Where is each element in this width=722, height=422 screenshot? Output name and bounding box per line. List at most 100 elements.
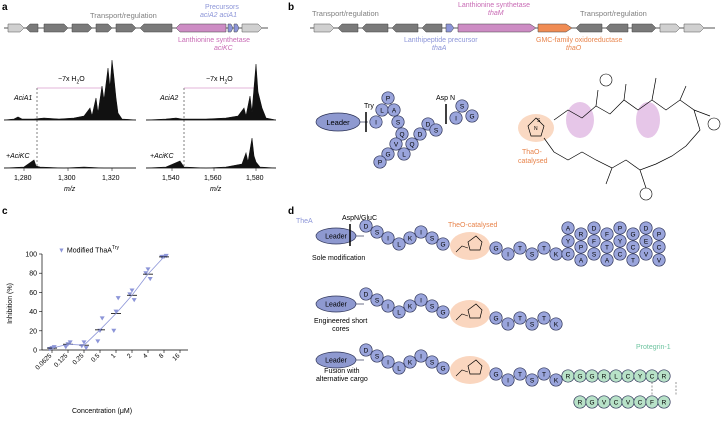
- d-residue: S: [425, 231, 439, 245]
- d-residue: K: [403, 355, 417, 369]
- b-aspn-label: Asp N: [436, 95, 455, 102]
- c-data-point: [115, 296, 121, 301]
- d-leader: Leader: [315, 295, 357, 313]
- svg-text:G: G: [385, 151, 390, 158]
- svg-text:S: S: [375, 229, 380, 236]
- d-thiazole-link: [455, 369, 469, 377]
- d-residue: T: [537, 367, 551, 381]
- svg-text:C: C: [566, 251, 571, 258]
- svg-text:I: I: [387, 359, 389, 366]
- c-data-point: [113, 309, 119, 314]
- d-thiazole-ring: [467, 235, 483, 251]
- a-xlabel-left: m/z: [64, 186, 76, 193]
- b-residue: S: [391, 115, 405, 129]
- d-residue: T: [537, 241, 551, 255]
- d-residue: S: [370, 293, 384, 307]
- d-thea-label: TheA: [296, 218, 313, 225]
- c-data-point: [131, 298, 137, 303]
- d-residue: T: [513, 311, 527, 325]
- a-precursor-genes: aciA2 aciA1: [200, 12, 237, 19]
- svg-text:R: R: [662, 373, 667, 380]
- svg-text:C: C: [631, 244, 636, 251]
- svg-text:R: R: [578, 399, 583, 406]
- d-residue: Y: [613, 234, 627, 248]
- d-residue: T: [600, 240, 614, 254]
- svg-text:S: S: [592, 251, 597, 258]
- svg-text:G: G: [630, 231, 635, 238]
- d-thiazole-link: [455, 313, 469, 321]
- c-ytick-label: 20: [29, 328, 37, 335]
- d-protegrin-residue: F: [645, 395, 659, 409]
- c-data-point: [99, 316, 105, 321]
- a-spectrum-left: [4, 59, 137, 171]
- svg-text:G: G: [493, 371, 498, 378]
- b-synthetase-label: Lanthionine synthetase: [458, 2, 530, 9]
- d-residue: C: [626, 240, 640, 254]
- d-residue: L: [392, 237, 406, 251]
- d-residue: G: [436, 237, 450, 251]
- svg-text:L: L: [402, 151, 406, 158]
- a-synthetase-label: Lanthionine synthetase: [178, 37, 250, 44]
- d-protegrin-label: Protegrin-1: [636, 344, 671, 351]
- a-precursors-label: Precursors: [205, 4, 239, 11]
- b-residue: I: [449, 111, 463, 125]
- d-protegrin-residue: R: [657, 369, 671, 383]
- c-xtick-label: 4: [142, 352, 150, 360]
- c-data-point: [143, 271, 149, 276]
- svg-text:Y: Y: [566, 238, 571, 245]
- c-data-point: [83, 346, 89, 351]
- b-transport-left: Transport/regulation: [312, 9, 379, 18]
- d-residue: V: [652, 253, 666, 267]
- a-xtick-1280: 1,280: [14, 175, 32, 182]
- d-residue: G: [489, 311, 503, 325]
- svg-text:G: G: [440, 309, 445, 316]
- svg-text:T: T: [542, 315, 546, 322]
- b-residue: P: [381, 91, 395, 105]
- d-residue: E: [639, 234, 653, 248]
- svg-text:T: T: [518, 371, 522, 378]
- d-residue: I: [381, 355, 395, 369]
- b-leader-text: Leader: [326, 118, 350, 127]
- svg-text:Q: Q: [399, 131, 404, 138]
- svg-text:S: S: [530, 321, 535, 328]
- a-plus1-label: +AciKC: [6, 153, 30, 160]
- b-try-label: Try: [364, 103, 374, 110]
- svg-text:G: G: [589, 399, 594, 406]
- d-residue: D: [587, 221, 601, 235]
- b-oxido-gene: thaO: [566, 45, 582, 52]
- a-xtick-1540: 1,540: [162, 175, 180, 182]
- c-ytick-label: 80: [29, 271, 37, 278]
- svg-text:D: D: [418, 131, 423, 138]
- d-residue: I: [501, 247, 515, 261]
- d-row1-label: Sole modification: [312, 255, 366, 262]
- d-residue: D: [359, 343, 373, 357]
- d-residue: V: [639, 247, 653, 261]
- svg-text:D: D: [426, 121, 431, 128]
- svg-text:P: P: [579, 244, 583, 251]
- svg-text:T: T: [605, 244, 609, 251]
- svg-text:S: S: [530, 377, 535, 384]
- svg-text:V: V: [626, 399, 631, 406]
- svg-text:T: T: [518, 315, 522, 322]
- a-plus2-label: +AciKC: [150, 153, 174, 160]
- svg-text:V: V: [394, 141, 399, 148]
- d-residue: L: [392, 361, 406, 375]
- b-gene-cluster: [310, 23, 715, 33]
- c-xlabel: Concentration (μM): [72, 408, 133, 415]
- svg-text:S: S: [430, 235, 435, 242]
- d-residue: G: [489, 241, 503, 255]
- d-protegrin-residue: V: [621, 395, 635, 409]
- c-data-point: [81, 340, 87, 345]
- d-residue: I: [381, 231, 395, 245]
- svg-text:S: S: [396, 119, 401, 126]
- svg-text:F: F: [605, 231, 609, 238]
- svg-text:I: I: [507, 251, 509, 258]
- d-residue: S: [370, 349, 384, 363]
- d-protegrin-residue: R: [561, 369, 575, 383]
- svg-text:L: L: [397, 309, 401, 316]
- d-residue: S: [525, 317, 539, 331]
- d-residue: C: [652, 240, 666, 254]
- d-residue: I: [414, 349, 428, 363]
- svg-text:A: A: [566, 225, 571, 232]
